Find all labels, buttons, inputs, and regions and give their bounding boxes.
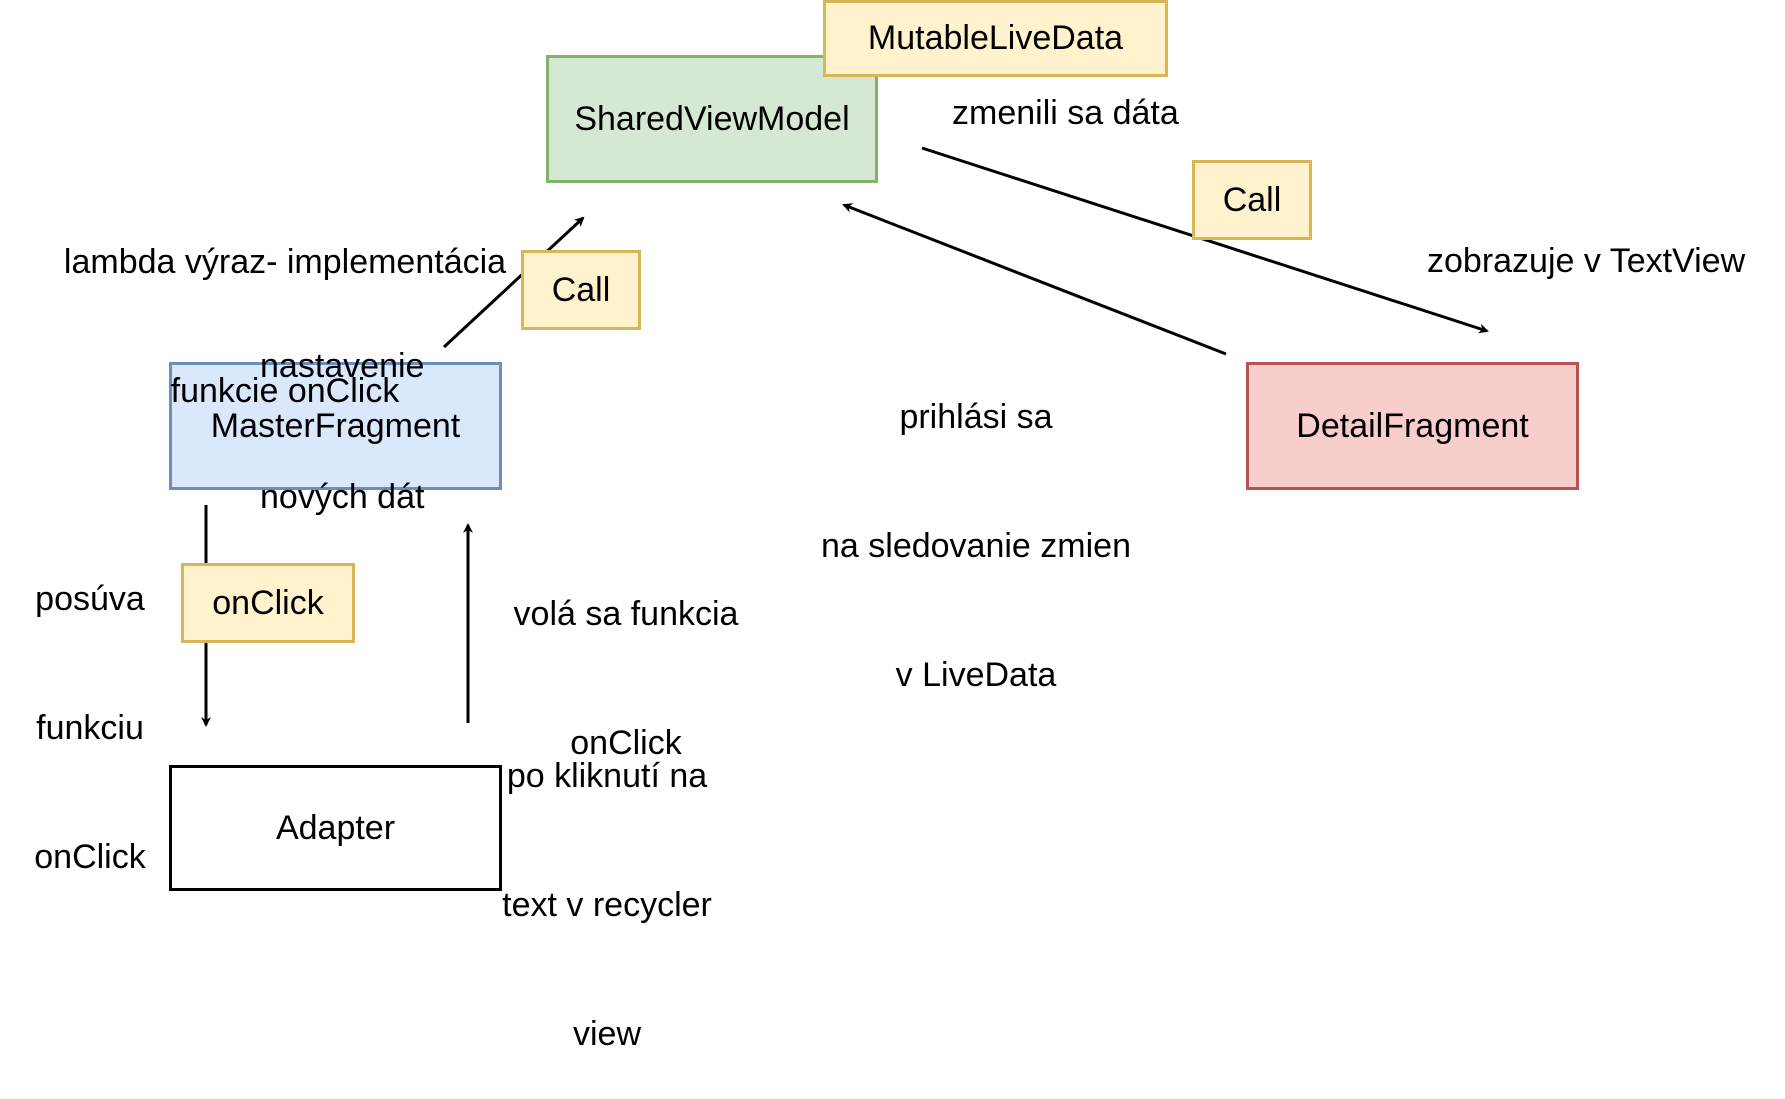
call-detail-label: Call bbox=[1222, 180, 1282, 219]
passes-label-line3: onClick bbox=[34, 838, 146, 876]
set-data-label: nastavenie nových dát bbox=[260, 250, 424, 555]
detail-fragment-node[interactable]: DetailFragment bbox=[1246, 362, 1579, 490]
called-label: volá sa funkcia onClick bbox=[496, 507, 756, 808]
adapter-label: Adapter bbox=[275, 808, 396, 847]
after-click-label: po kliknutí na text v recycler view bbox=[482, 669, 732, 1099]
edge-detail-to-viewmodel bbox=[842, 203, 1227, 356]
diagram-edges bbox=[201, 146, 1489, 727]
subscribe-label-line3: v LiveData bbox=[895, 656, 1057, 694]
mutable-live-data-label: MutableLiveData bbox=[867, 19, 1124, 57]
shared-view-model-label: SharedViewModel bbox=[574, 99, 850, 138]
set-data-label-line1: nastavenie bbox=[260, 347, 425, 385]
after-click-label-line1: po kliknutí na bbox=[506, 757, 708, 795]
call-detail-node[interactable]: Call bbox=[1192, 160, 1312, 240]
call-master-node[interactable]: Call bbox=[521, 250, 641, 330]
shared-view-model-node[interactable]: SharedViewModel bbox=[546, 55, 878, 183]
on-click-node[interactable]: onClick bbox=[181, 563, 355, 643]
subscribe-label-line1: prihlási sa bbox=[899, 398, 1053, 436]
passes-label-line1: posúva bbox=[35, 580, 145, 618]
on-click-label: onClick bbox=[212, 583, 324, 622]
after-click-label-line3: view bbox=[572, 1015, 642, 1053]
data-changed-label: zmenili sa dáta bbox=[952, 94, 1179, 132]
mutable-live-data-node[interactable]: MutableLiveData bbox=[823, 0, 1168, 77]
lambda-label-line1: lambda výraz- implementácia bbox=[63, 243, 507, 281]
called-label-line1: volá sa funkcia bbox=[513, 595, 739, 633]
call-master-label: Call bbox=[551, 270, 611, 309]
subscribe-label: prihlási sa na sledovanie zmien v LiveDa… bbox=[796, 310, 1156, 740]
called-label-line2: onClick bbox=[570, 724, 682, 762]
master-fragment-node[interactable]: MasterFragment bbox=[169, 362, 502, 490]
shows-textview-label: zobrazuje v TextView bbox=[1427, 242, 1746, 280]
after-click-label-line2: text v recycler bbox=[502, 886, 712, 924]
subscribe-label-line2: na sledovanie zmien bbox=[821, 527, 1131, 565]
detail-fragment-label: DetailFragment bbox=[1296, 406, 1529, 445]
master-fragment-label: MasterFragment bbox=[210, 406, 461, 445]
passes-label: posúva funkciu onClick bbox=[20, 492, 160, 922]
lambda-label-line2: funkcie onClick bbox=[170, 372, 400, 410]
lambda-label: lambda výraz- implementácia funkcie onCl… bbox=[30, 155, 540, 456]
adapter-node[interactable]: Adapter bbox=[169, 765, 502, 891]
edge-master-to-viewmodel bbox=[442, 216, 585, 349]
set-data-label-line2: nových dát bbox=[260, 478, 425, 516]
passes-label-line2: funkciu bbox=[36, 709, 144, 747]
